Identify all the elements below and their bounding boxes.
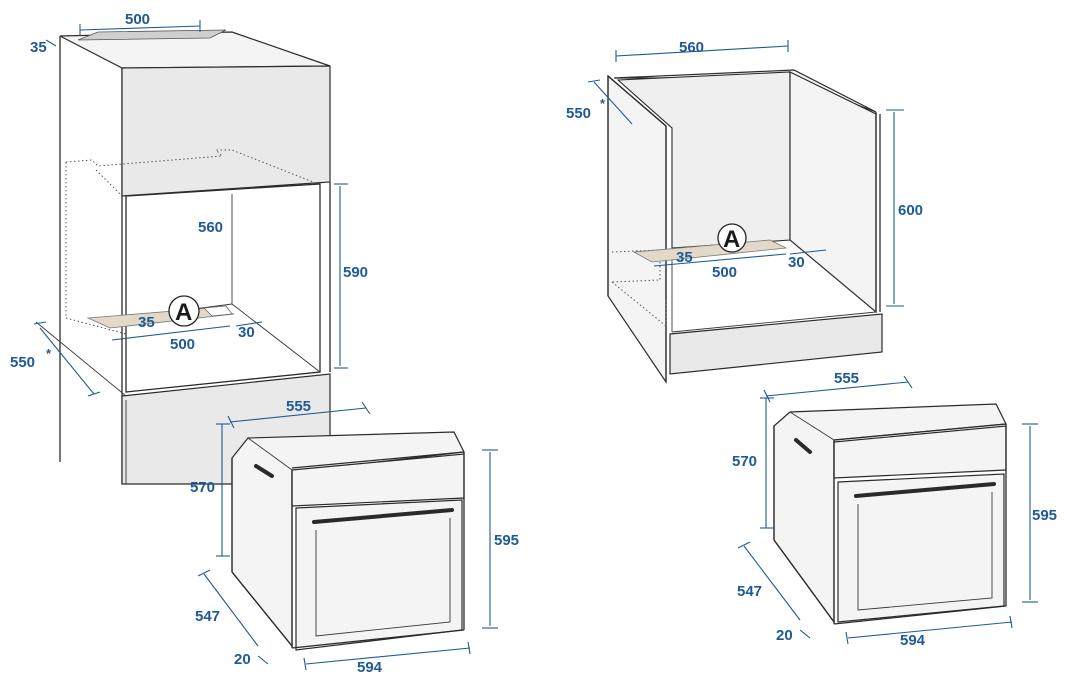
left-top-gap-label: 35 — [30, 39, 47, 56]
right-vent-marker — [717, 223, 747, 253]
right-oven-handle — [854, 482, 996, 498]
left-installation-dimensions: 500 35 560 590 500 35 30 550 * A — [10, 11, 368, 397]
left-inner-depth-label: 560 — [198, 219, 223, 236]
right-oven — [773, 403, 1007, 625]
left-top-opening — [77, 29, 227, 41]
right-oven-width-label: 594 — [900, 632, 926, 649]
right-installation-dimensions: 560 550 * 600 500 35 30 A — [566, 39, 923, 307]
right-cabinet-side — [607, 74, 667, 384]
left-upper-door — [121, 65, 331, 197]
left-vent-width-label: 500 — [170, 336, 195, 353]
right-oven-front-height-label: 595 — [1032, 507, 1057, 524]
right-vent-marker-label: A — [723, 226, 740, 253]
right-oven-side-depth-label: 547 — [737, 583, 762, 600]
left-cavity-depth-label: 550 — [10, 354, 35, 371]
right-depth-note: * — [600, 96, 606, 111]
left-vent-offset-label: 35 — [138, 314, 155, 331]
right-vent-side-label: 30 — [788, 254, 805, 271]
right-cabinet — [607, 69, 883, 384]
right-vent-width-label: 500 — [712, 264, 737, 281]
right-cabinet-rail — [669, 313, 883, 375]
left-oven-side-grip — [254, 464, 274, 478]
right-depth-label: 550 — [566, 105, 591, 122]
left-oven-depth-label: 555 — [286, 398, 311, 415]
right-height-label: 600 — [898, 202, 923, 219]
right-oven-dimensions: 555 570 595 547 20 594 — [732, 370, 1057, 649]
right-oven-door-thickness-label: 20 — [776, 627, 793, 644]
right-oven-height-label: 570 — [732, 453, 757, 470]
left-vent-side-label: 30 — [238, 324, 255, 341]
left-vent-marker-label: A — [175, 299, 192, 326]
left-oven-width-label: 594 — [357, 659, 383, 676]
left-oven-dimensions: 555 570 595 547 20 594 — [190, 398, 519, 676]
left-oven-side-depth-label: 547 — [195, 608, 220, 625]
left-top-width-label: 500 — [125, 11, 150, 28]
left-vent-marker — [168, 295, 200, 327]
left-oven — [231, 431, 465, 651]
left-cavity-height-label: 590 — [343, 264, 368, 281]
left-oven-front-height-label: 595 — [494, 532, 519, 549]
right-oven-depth-label: 555 — [834, 370, 859, 387]
left-oven-door-thickness-label: 20 — [234, 651, 251, 668]
left-oven-height-label: 570 — [190, 479, 215, 496]
right-oven-side-grip — [794, 438, 812, 454]
right-vent-offset-label: 35 — [676, 249, 693, 266]
left-oven-handle — [312, 508, 454, 524]
right-width-label: 560 — [679, 39, 704, 56]
left-depth-note: * — [46, 346, 52, 361]
